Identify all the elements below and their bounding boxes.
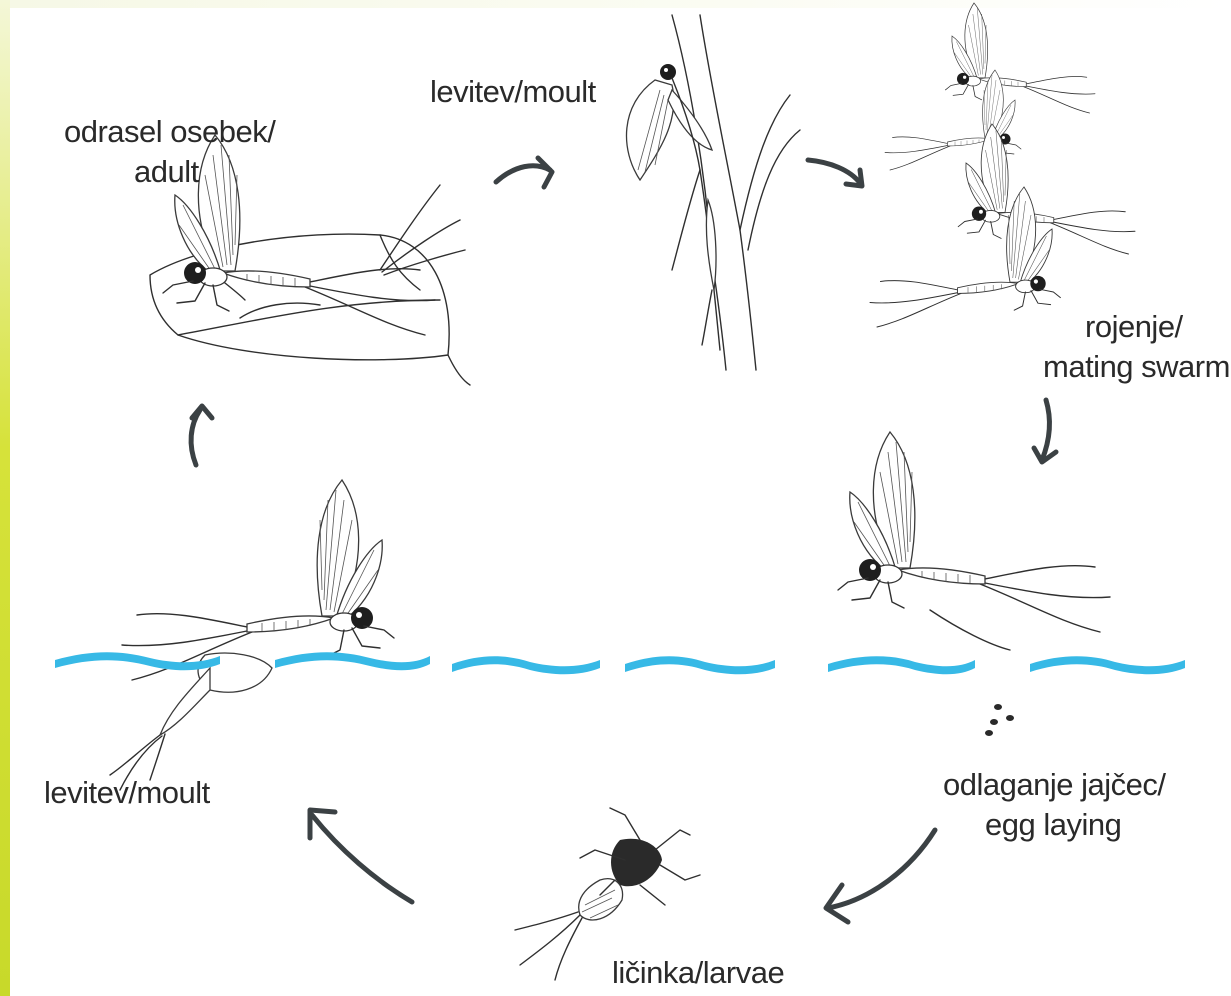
label-adult-line1: odrasel osebek/ — [64, 112, 275, 152]
cycle-arrow-larvae-to-moult — [310, 810, 412, 902]
label-adult-line2: adult — [64, 152, 275, 192]
cycle-arrow-adult-to-moult — [496, 158, 552, 187]
egg-icon — [994, 704, 1002, 710]
label-moult-bottom: levitev/moult — [44, 773, 210, 813]
moult-at-surface-illustration — [110, 480, 394, 790]
label-mating-swarm-line2: mating swarm — [1043, 347, 1230, 387]
cycle-arrow-swarm-to-egg-laying — [1034, 400, 1056, 462]
label-egg-laying-line2: egg laying — [943, 805, 1165, 845]
egg-icon — [990, 719, 998, 725]
label-adult: odrasel osebek/ adult — [64, 112, 275, 192]
cycle-arrow-moult-to-swarm — [808, 160, 862, 186]
cycle-arrow-moult-to-adult — [191, 406, 212, 465]
egg-icon — [985, 730, 993, 736]
label-moult-bottom-line1: levitev/moult — [44, 773, 210, 813]
label-mating-swarm: rojenje/ mating swarm — [1043, 307, 1230, 387]
label-mating-swarm-line1: rojenje/ — [1043, 307, 1230, 347]
label-moult-top: levitev/moult — [430, 72, 596, 112]
egg-icon — [1006, 715, 1014, 721]
mating-swarm-illustration — [870, 3, 1135, 327]
moult-on-stem-illustration — [626, 15, 800, 370]
egg-laying-illustration — [838, 432, 1110, 736]
label-egg-laying-line1: odlaganje jajčec/ — [943, 765, 1165, 805]
label-larvae: ličinka/larvae — [612, 953, 784, 993]
cycle-arrow-egg-laying-to-larvae — [826, 830, 935, 922]
label-moult-top-line1: levitev/moult — [430, 72, 596, 112]
label-egg-laying: odlaganje jajčec/ egg laying — [943, 765, 1165, 845]
label-larvae-line1: ličinka/larvae — [612, 953, 784, 993]
